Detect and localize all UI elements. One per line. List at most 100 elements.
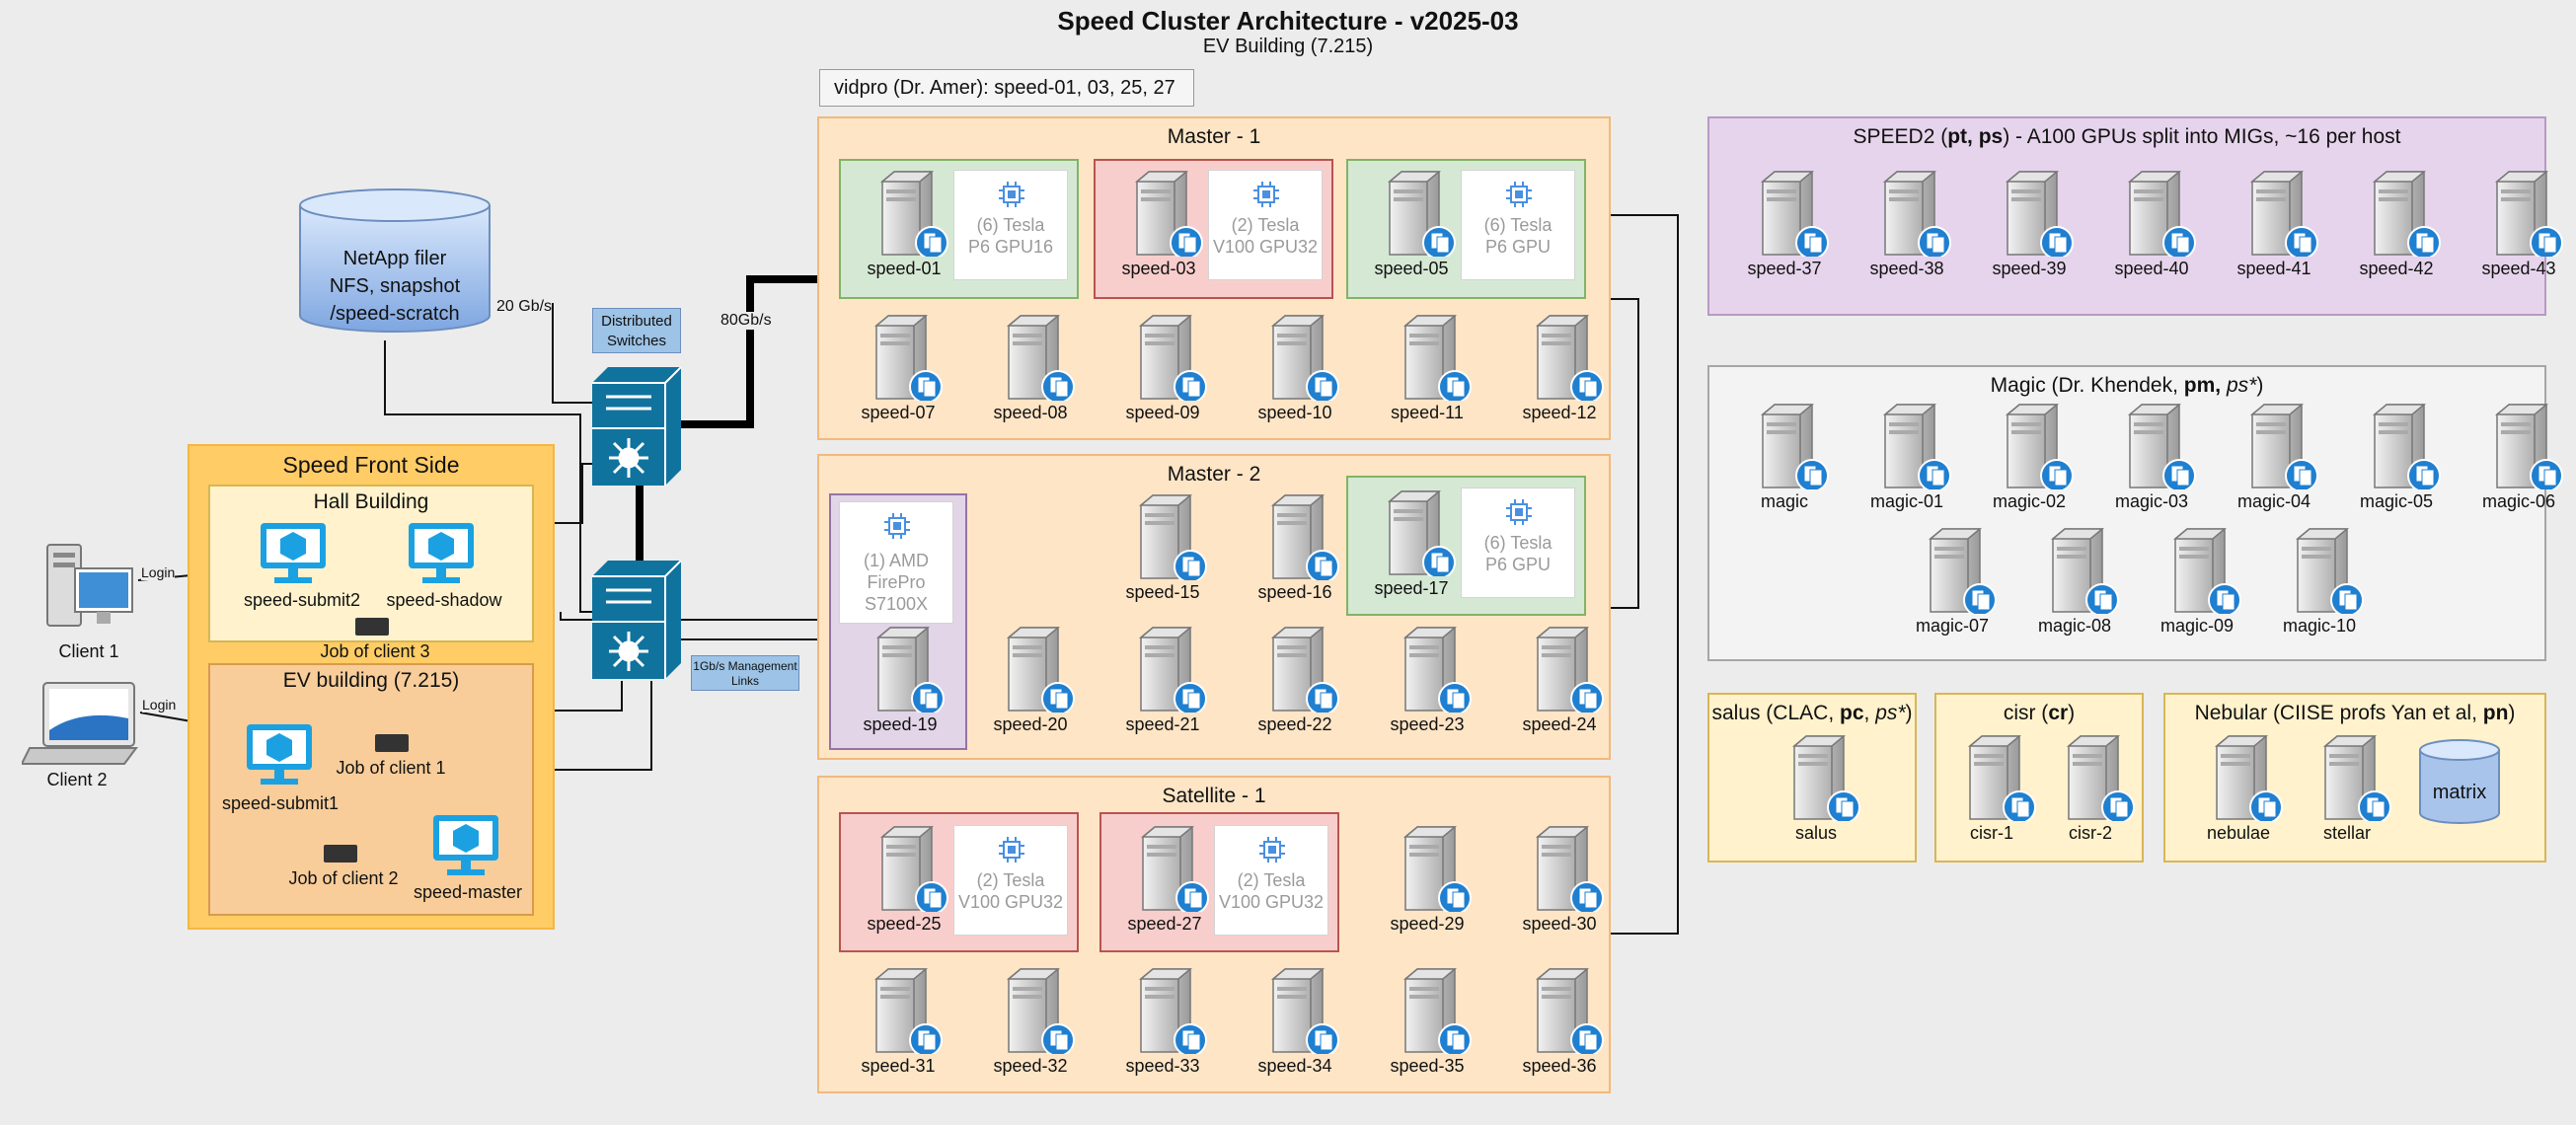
server-label: speed-03 (1121, 259, 1196, 278)
laptop-icon (20, 682, 138, 765)
server-salus[interactable]: salus (1761, 734, 1871, 845)
server-speed-11[interactable]: speed-11 (1372, 314, 1482, 424)
server-speed-36[interactable]: speed-36 (1504, 967, 1615, 1078)
server-magic-05[interactable]: magic-05 (2341, 403, 2452, 513)
master1-title: Master - 1 (1167, 125, 1261, 148)
server-icon (2066, 735, 2135, 821)
server-speed-20[interactable]: speed-20 (975, 626, 1086, 736)
server-speed-01[interactable]: speed-01 (849, 170, 959, 280)
server-speed-25[interactable]: speed-25 (849, 825, 959, 936)
server-speed-17[interactable]: speed-17 (1356, 489, 1467, 600)
server-speed-21[interactable]: speed-21 (1107, 626, 1218, 736)
server-speed-08[interactable]: speed-08 (975, 314, 1086, 424)
desktop-computer-icon (46, 544, 133, 627)
server-icon (879, 171, 948, 257)
server-label: speed-38 (1869, 259, 1944, 278)
server-label: speed-12 (1522, 403, 1597, 422)
server-speed-40[interactable]: speed-40 (2096, 170, 2207, 280)
server-label: speed-10 (1257, 403, 1332, 422)
server-icon (2494, 404, 2563, 489)
database-icon (2419, 739, 2500, 824)
server-speed-37[interactable]: speed-37 (1729, 170, 1840, 280)
server-speed-34[interactable]: speed-34 (1240, 967, 1350, 1078)
server-label: speed-20 (993, 714, 1068, 734)
server-label: speed-05 (1374, 259, 1449, 278)
server-label: speed-08 (993, 403, 1068, 422)
server-speed-23[interactable]: speed-23 (1372, 626, 1482, 736)
server-magic-02[interactable]: magic-02 (1974, 403, 2084, 513)
server-speed-09[interactable]: speed-09 (1107, 314, 1218, 424)
server-speed-39[interactable]: speed-39 (1974, 170, 2084, 280)
wire-hall-switch (534, 463, 592, 524)
login-label-2: Login (142, 697, 177, 712)
server-speed-05[interactable]: speed-05 (1356, 170, 1467, 280)
server-cisr-1[interactable]: cisr-1 (1936, 734, 2047, 845)
server-magic-03[interactable]: magic-03 (2096, 403, 2207, 513)
server-magic-07[interactable]: magic-07 (1897, 527, 2008, 638)
label-client-1: Client 1 (58, 641, 119, 661)
server-label: speed-31 (861, 1056, 936, 1076)
client-2[interactable] (20, 679, 140, 770)
server-speed-33[interactable]: speed-33 (1107, 967, 1218, 1078)
server-magic-10[interactable]: magic-10 (2264, 527, 2375, 638)
server-speed-35[interactable]: speed-35 (1372, 967, 1482, 1078)
server-speed-12[interactable]: speed-12 (1504, 314, 1615, 424)
server-icon (1138, 968, 1207, 1054)
server-magic-04[interactable]: magic-04 (2219, 403, 2329, 513)
server-icon (2494, 171, 2563, 257)
server-nebulae[interactable]: nebulae (2183, 734, 2294, 845)
server-speed-38[interactable]: speed-38 (1852, 170, 1962, 280)
server-magic[interactable]: magic (1729, 403, 1840, 513)
server-icon (2005, 171, 2074, 257)
server-stellar[interactable]: stellar (2292, 734, 2402, 845)
server-speed-10[interactable]: speed-10 (1240, 314, 1350, 424)
server-label: cisr-1 (1970, 823, 2013, 843)
server-speed-42[interactable]: speed-42 (2341, 170, 2452, 280)
server-label: speed-15 (1125, 582, 1200, 602)
server-speed-32[interactable]: speed-32 (975, 967, 1086, 1078)
server-speed-30[interactable]: speed-30 (1504, 825, 1615, 936)
server-label: speed-29 (1390, 914, 1465, 934)
server-icon (1138, 315, 1207, 401)
server-label: magic-10 (2282, 616, 2357, 636)
server-icon (1270, 627, 1339, 712)
server-icon (2322, 735, 2391, 821)
server-speed-03[interactable]: speed-03 (1103, 170, 1214, 280)
label-job-client2: Job of client 2 (288, 868, 399, 888)
server-speed-07[interactable]: speed-07 (843, 314, 953, 424)
server-label: speed-43 (2481, 259, 2556, 278)
virtual-machine-icon (261, 523, 326, 583)
server-magic-01[interactable]: magic-01 (1852, 403, 1962, 513)
server-label: speed-27 (1127, 914, 1202, 934)
server-speed-15[interactable]: speed-15 (1107, 493, 1218, 604)
server-speed-31[interactable]: speed-31 (843, 967, 953, 1078)
server-label: speed-21 (1125, 714, 1200, 734)
server-label: cisr-2 (2069, 823, 2112, 843)
server-magic-09[interactable]: magic-09 (2142, 527, 2252, 638)
server-speed-41[interactable]: speed-41 (2219, 170, 2329, 280)
server-speed-16[interactable]: speed-16 (1240, 493, 1350, 604)
server-label: speed-39 (1992, 259, 2067, 278)
client-1[interactable] (39, 539, 138, 647)
server-cisr-2[interactable]: cisr-2 (2035, 734, 2146, 845)
login-label-1: Login (141, 564, 176, 580)
server-magic-06[interactable]: magic-06 (2463, 403, 2574, 513)
server-speed-24[interactable]: speed-24 (1504, 626, 1615, 736)
server-magic-08[interactable]: magic-08 (2019, 527, 2130, 638)
server-icon (1387, 171, 1456, 257)
netapp-line3: /speed-scratch (330, 303, 460, 325)
server-icon (1006, 627, 1075, 712)
server-speed-29[interactable]: speed-29 (1372, 825, 1482, 936)
server-label: speed-09 (1125, 403, 1200, 422)
chip-icon (1506, 182, 1532, 207)
server-speed-27[interactable]: speed-27 (1109, 825, 1220, 936)
server-icon (1402, 968, 1472, 1054)
matrix-database[interactable]: matrix (2418, 738, 2501, 825)
server-speed-43[interactable]: speed-43 (2463, 170, 2574, 280)
switch-1 (592, 366, 682, 486)
server-speed-22[interactable]: speed-22 (1240, 626, 1350, 736)
server-speed-19[interactable]: speed-19 (845, 626, 955, 736)
